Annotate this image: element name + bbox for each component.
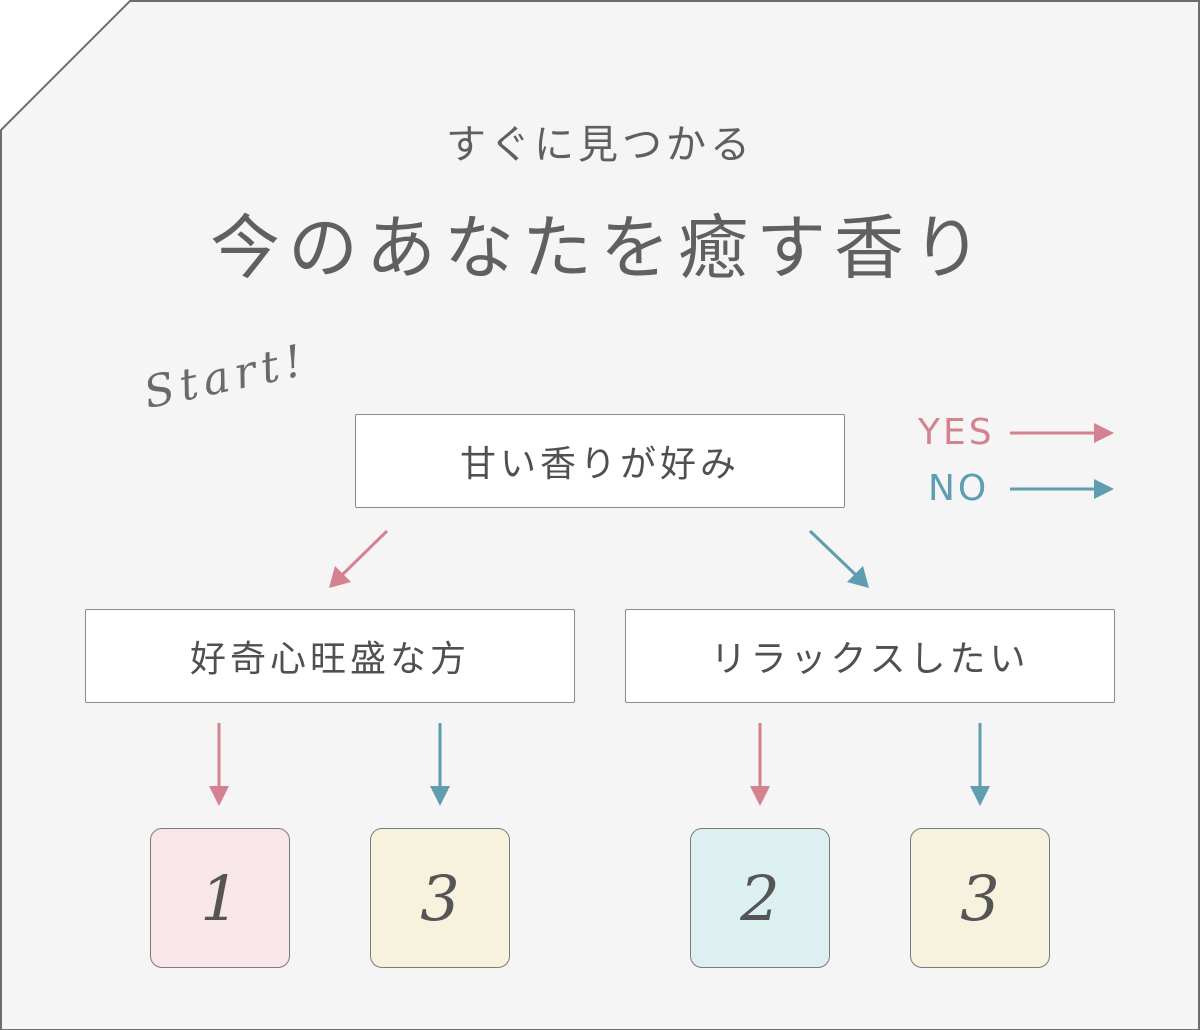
question-label: リラックスしたい <box>710 639 1030 680</box>
result-box-1: 1 <box>150 828 290 968</box>
arrow-no-to-relax <box>808 529 869 588</box>
legend-yes-label: YES <box>918 412 995 453</box>
arrow-yes-to-curious <box>329 529 389 588</box>
arrow-yes-to-result-1 <box>209 723 229 806</box>
question-relax: リラックスしたい <box>625 609 1115 703</box>
result-number: 3 <box>420 861 460 935</box>
arrow-no-to-result-3b <box>970 723 990 806</box>
arrow-yes-to-result-2 <box>750 723 770 806</box>
result-number: 2 <box>740 861 780 935</box>
arrow-no-to-result-3 <box>430 723 450 806</box>
question-label: 甘い香りが好み <box>459 444 740 485</box>
question-curious: 好奇心旺盛な方 <box>85 609 575 703</box>
legend-yes-arrow <box>1010 423 1114 443</box>
result-box-2: 2 <box>690 828 830 968</box>
result-number: 3 <box>960 861 1000 935</box>
question-sweet-scent: 甘い香りが好み <box>355 414 845 508</box>
legend-no-label: NO <box>928 468 990 509</box>
page-title: 今のあなたを癒す香り <box>210 207 990 289</box>
result-box-3: 3 <box>370 828 510 968</box>
legend-no-arrow <box>1010 479 1114 499</box>
subtitle: すぐに見つかる <box>446 122 754 168</box>
result-number: 1 <box>200 861 240 935</box>
question-label: 好奇心旺盛な方 <box>189 639 470 680</box>
result-box-3b: 3 <box>910 828 1050 968</box>
